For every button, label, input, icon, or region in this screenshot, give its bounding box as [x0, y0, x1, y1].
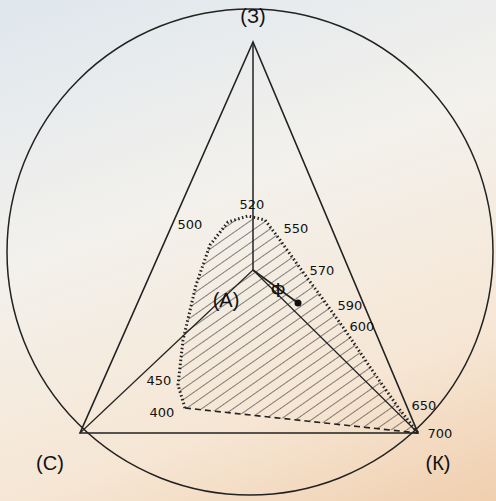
spectrum-locus [178, 216, 418, 433]
wavelength-label: 590 [338, 299, 363, 312]
vertex-label: (С) [36, 453, 64, 473]
wavelength-label: 700 [428, 427, 453, 440]
color-gamut-hatch [178, 216, 418, 433]
hue-line [253, 270, 298, 303]
outer-circle [7, 9, 493, 495]
wavelength-label: 550 [284, 222, 309, 235]
color-triangle-outline [80, 42, 418, 433]
point-label: (А) [213, 290, 240, 310]
vertex-label: (К) [426, 453, 451, 473]
wavelength-label: 570 [310, 264, 335, 277]
wavelength-label: 500 [178, 218, 203, 231]
axis-line [80, 270, 253, 433]
axis-line [253, 270, 418, 433]
wavelength-label: 520 [240, 198, 265, 211]
purple-line [185, 408, 418, 433]
axis-line [252, 42, 254, 270]
wavelength-label: 450 [147, 374, 172, 387]
point-label: Ф [270, 280, 285, 300]
wavelength-label: 400 [150, 406, 175, 419]
color-point [295, 300, 302, 307]
vertex-label: (З) [240, 6, 265, 26]
wavelength-label: 600 [350, 320, 375, 333]
wavelength-label: 650 [412, 399, 437, 412]
